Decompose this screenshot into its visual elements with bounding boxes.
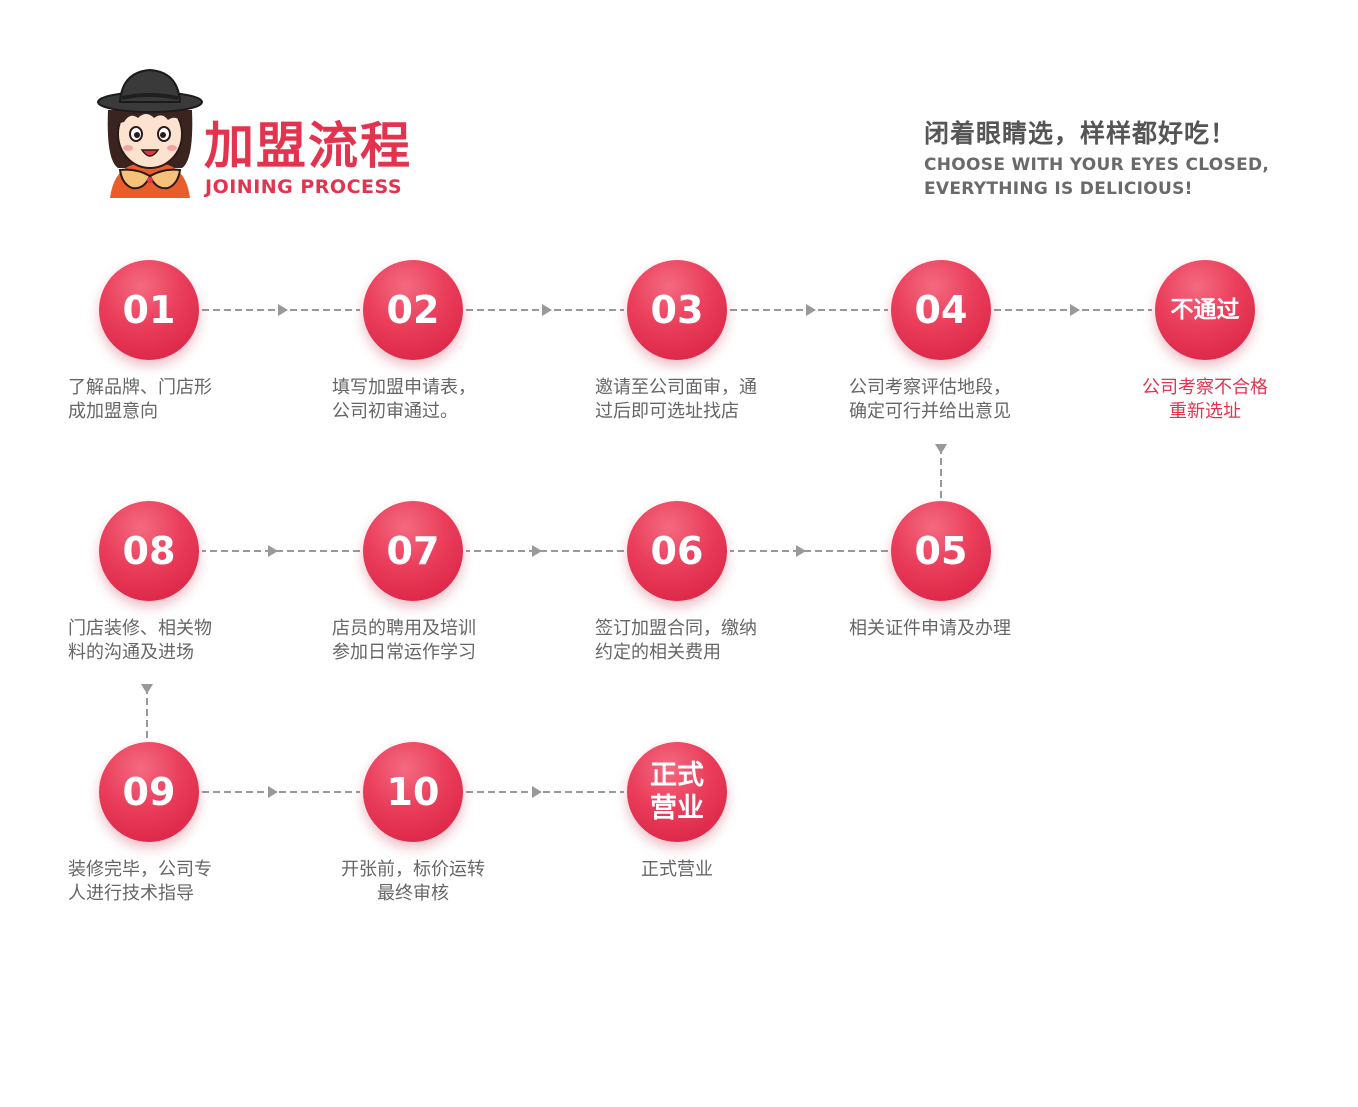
- step-02-label: 02: [386, 288, 440, 332]
- step-05-label: 05: [914, 529, 968, 573]
- arrow-08-09: [141, 684, 153, 694]
- slogan-en-line2: EVERYTHING IS DELICIOUS!: [924, 179, 1193, 199]
- step-06-desc: 签订加盟合同，缴纳 约定的相关费用: [595, 618, 757, 663]
- page-title: 加盟流程: [204, 117, 412, 175]
- slogan-cn: 闭着眼睛选，样样都好吃！: [924, 119, 1237, 148]
- step-03-node: 03: [627, 260, 727, 360]
- step-05-node: 05: [891, 501, 991, 601]
- step-09-node: 09: [99, 742, 199, 842]
- step-open-desc: 正式营业: [641, 859, 713, 880]
- step-open-label: 正式营业: [650, 760, 704, 824]
- step-01-desc: 了解品牌、门店形 成加盟意向: [68, 377, 212, 422]
- step-06-node: 06: [627, 501, 727, 601]
- arrow-04-fail: [1070, 304, 1080, 316]
- step-open-node: 正式营业: [627, 742, 727, 842]
- arrow-09-10: [268, 786, 278, 798]
- step-10-node: 10: [363, 742, 463, 842]
- mascot-girl-icon: [97, 68, 203, 198]
- slogan-en-line1: CHOOSE WITH YOUR EYES CLOSED,: [924, 155, 1270, 175]
- step-08-label: 08: [122, 529, 176, 573]
- step-04-label: 04: [914, 288, 968, 332]
- step-10-label: 10: [386, 770, 440, 814]
- slogan-en: CHOOSE WITH YOUR EYES CLOSED, EVERYTHING…: [924, 153, 1269, 201]
- step-07-label: 07: [386, 529, 440, 573]
- arrow-10-open: [532, 786, 542, 798]
- arrow-05-06: [796, 545, 806, 557]
- step-01-label: 01: [122, 288, 176, 332]
- step-fail-node: 不通过: [1155, 260, 1255, 360]
- step-07-desc: 店员的聘用及培训 参加日常运作学习: [332, 618, 476, 663]
- step-02-desc: 填写加盟申请表， 公司初审通过。: [332, 377, 476, 422]
- arrow-07-08: [268, 545, 278, 557]
- step-05-desc: 相关证件申请及办理: [849, 618, 1011, 639]
- step-06-label: 06: [650, 529, 704, 573]
- page-subtitle: JOINING PROCESS: [205, 176, 403, 198]
- step-09-label: 09: [122, 770, 176, 814]
- step-04-desc: 公司考察评估地段， 确定可行并给出意见: [849, 377, 1011, 422]
- step-10-desc: 开张前，标价运转 最终审核: [341, 859, 485, 904]
- step-fail-desc: 公司考察不合格 重新选址: [1142, 377, 1268, 422]
- arrow-01-02: [278, 304, 288, 316]
- step-03-desc: 邀请至公司面审，通 过后即可选址找店: [595, 377, 757, 422]
- step-02-node: 02: [363, 260, 463, 360]
- step-03-label: 03: [650, 288, 704, 332]
- step-01-node: 01: [99, 260, 199, 360]
- step-09-desc: 装修完毕，公司专 人进行技术指导: [68, 859, 212, 904]
- step-04-node: 04: [891, 260, 991, 360]
- step-fail-label: 不通过: [1170, 297, 1240, 323]
- arrow-03-04: [806, 304, 816, 316]
- arrow-06-07: [532, 545, 542, 557]
- step-08-node: 08: [99, 501, 199, 601]
- arrow-05-04: [935, 444, 947, 454]
- step-08-desc: 门店装修、相关物 料的沟通及进场: [68, 618, 212, 663]
- arrow-02-03: [542, 304, 552, 316]
- step-07-node: 07: [363, 501, 463, 601]
